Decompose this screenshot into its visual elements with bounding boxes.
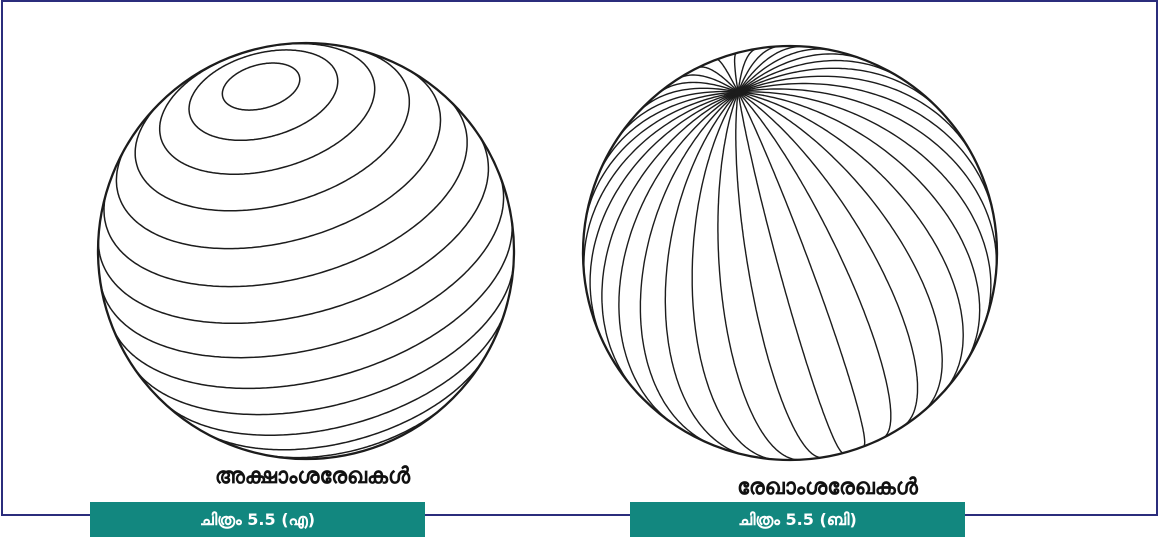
meridian-line: [738, 89, 996, 278]
latitude-line: [101, 175, 504, 358]
latitude-line: [164, 310, 505, 435]
figure-label-b: ചിത്രം 5.5 (ബി): [630, 502, 965, 537]
latitude-line: [113, 219, 512, 389]
latitude-line: [135, 49, 409, 211]
meridian-line: [692, 92, 775, 459]
figure-label-a: ചിത്രം 5.5 (എ): [90, 502, 425, 537]
globe-outline: [98, 43, 514, 459]
latitude-globe: [98, 43, 514, 459]
north-pole-point: [735, 89, 742, 96]
meridian-line: [619, 92, 738, 425]
latitude-line: [134, 264, 514, 414]
meridian-line: [590, 92, 738, 345]
meridian-line: [718, 92, 800, 460]
globe-outline: [583, 46, 997, 460]
meridian-line: [738, 92, 843, 453]
latitude-line: [98, 135, 488, 324]
meridian-line: [585, 92, 738, 225]
longitude-globe: [583, 46, 997, 460]
meridian-line: [640, 92, 738, 445]
latitude-line: [222, 63, 299, 110]
latitude-caption: അക്ഷാംശരേഖകൾ: [160, 462, 465, 492]
latitude-line: [116, 69, 440, 249]
meridian-line: [738, 92, 917, 427]
longitude-caption: രേഖാംശരേഖകൾ: [675, 473, 980, 503]
